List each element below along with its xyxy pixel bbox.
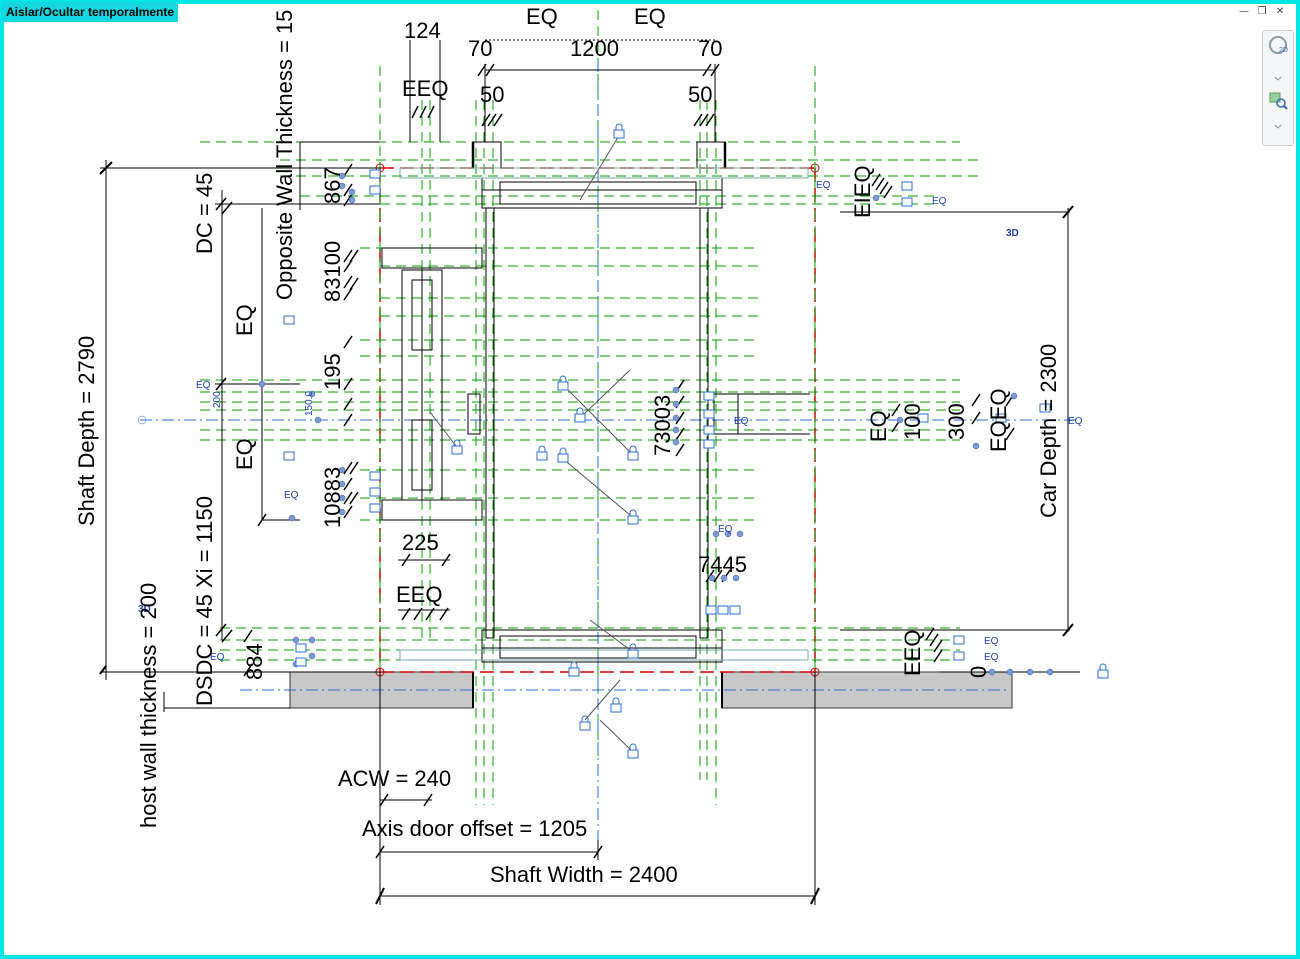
tag-3d: 3D bbox=[1006, 228, 1019, 239]
axis-lines bbox=[140, 60, 1080, 860]
dim-eq-top-right[interactable]: EQ bbox=[634, 4, 666, 29]
dimension-ticks bbox=[215, 63, 1015, 859]
dim-50-left[interactable]: 50 bbox=[480, 82, 504, 107]
dim-eqeq-right[interactable]: EQEQ bbox=[986, 388, 1011, 452]
dim-eq-top-left[interactable]: EQ bbox=[526, 4, 558, 29]
dimension-lines[interactable] bbox=[99, 39, 1080, 905]
tag-3d: 3D bbox=[138, 604, 151, 615]
minimize-icon[interactable]: — bbox=[1239, 6, 1249, 17]
dim-83100[interactable]: 83100 bbox=[320, 241, 345, 302]
tag-150: 150.0 bbox=[304, 391, 315, 416]
dim-225[interactable]: 225 bbox=[402, 530, 439, 555]
dim-100[interactable]: 100 bbox=[900, 403, 925, 440]
tag-eq: EQ bbox=[734, 416, 749, 427]
steering-wheel-2d-icon[interactable]: 2D bbox=[1267, 35, 1289, 57]
dim-884[interactable]: 884 bbox=[242, 643, 267, 680]
zoom-region-icon[interactable] bbox=[1267, 89, 1289, 111]
dim-axis-door-offset[interactable]: Axis door offset = 1205 bbox=[362, 816, 587, 841]
tag-200: 200 bbox=[212, 391, 223, 408]
dim-eeq-top[interactable]: EEQ bbox=[402, 76, 448, 101]
dim-eieq-right[interactable]: EIEQ bbox=[850, 165, 875, 218]
dim-1200[interactable]: 1200 bbox=[570, 36, 619, 61]
dim-300[interactable]: 300 bbox=[944, 403, 969, 440]
chevron-down-icon[interactable] bbox=[1267, 119, 1289, 141]
dim-70-left[interactable]: 70 bbox=[468, 36, 492, 61]
dim-124[interactable]: 124 bbox=[404, 18, 441, 43]
dim-dsdc-xi[interactable]: DSDC = 45 Xi = 1150 bbox=[192, 496, 217, 706]
dim-195[interactable]: 195 bbox=[320, 353, 345, 390]
dim-867[interactable]: 867 bbox=[320, 167, 345, 204]
close-icon[interactable]: ✕ bbox=[1275, 6, 1285, 17]
dim-73003[interactable]: 73003 bbox=[650, 395, 675, 456]
dim-host-wall[interactable]: host wall thickness = 200 bbox=[136, 583, 161, 828]
control-grips[interactable] bbox=[137, 172, 1054, 676]
window-controls: — ❐ ✕ bbox=[1238, 6, 1286, 18]
dim-eq-left-lower[interactable]: EQ bbox=[232, 438, 257, 470]
chevron-down-icon[interactable] bbox=[1267, 71, 1289, 93]
restore-icon[interactable]: ❐ bbox=[1257, 6, 1267, 17]
dim-zero[interactable]: 0 bbox=[966, 666, 991, 678]
dim-shaft-depth[interactable]: Shaft Depth = 2790 bbox=[74, 336, 99, 526]
car-frame bbox=[381, 141, 810, 663]
tag-eq: EQ bbox=[984, 636, 999, 647]
lock-icon[interactable] bbox=[283, 123, 1109, 759]
dim-eq-left-upper[interactable]: EQ bbox=[232, 304, 257, 336]
dim-eq-car[interactable]: EQ bbox=[866, 410, 891, 442]
tag-eq: EQ bbox=[196, 380, 211, 391]
dim-opposite-wall[interactable]: Opposite Wall Thickness = 15 bbox=[272, 10, 297, 300]
dim-shaft-width[interactable]: Shaft Width = 2400 bbox=[490, 862, 678, 887]
dim-7445[interactable]: 7445 bbox=[698, 552, 747, 577]
tag-eq: EQ bbox=[932, 196, 947, 207]
dim-dc-45[interactable]: DC = 45 bbox=[192, 173, 217, 254]
temporary-hide-isolate-label[interactable]: Aislar/Ocultar temporalmente bbox=[2, 2, 179, 22]
dim-50-right[interactable]: 50 bbox=[688, 82, 712, 107]
dim-70-right[interactable]: 70 bbox=[698, 36, 722, 61]
tag-eq: EQ bbox=[284, 490, 299, 501]
dim-eeq-bottom[interactable]: EEQ bbox=[396, 582, 442, 607]
dim-10883[interactable]: 10883 bbox=[320, 467, 345, 528]
tag-eq: EQ bbox=[816, 180, 831, 191]
tag-eq: EQ bbox=[1068, 416, 1083, 427]
dim-car-depth[interactable]: Car Depth = 2300 bbox=[1036, 344, 1061, 518]
dim-eeq-right-bottom[interactable]: EEQ bbox=[900, 630, 925, 676]
leader-lines bbox=[429, 133, 634, 753]
tag-eq: EQ bbox=[718, 524, 733, 535]
dim-acw[interactable]: ACW = 240 bbox=[338, 766, 451, 791]
navigation-bar: 2D bbox=[1262, 30, 1294, 146]
tag-eq: EQ bbox=[210, 652, 225, 663]
svg-text:2D: 2D bbox=[1279, 47, 1288, 54]
tag-eq: EQ bbox=[984, 652, 999, 663]
